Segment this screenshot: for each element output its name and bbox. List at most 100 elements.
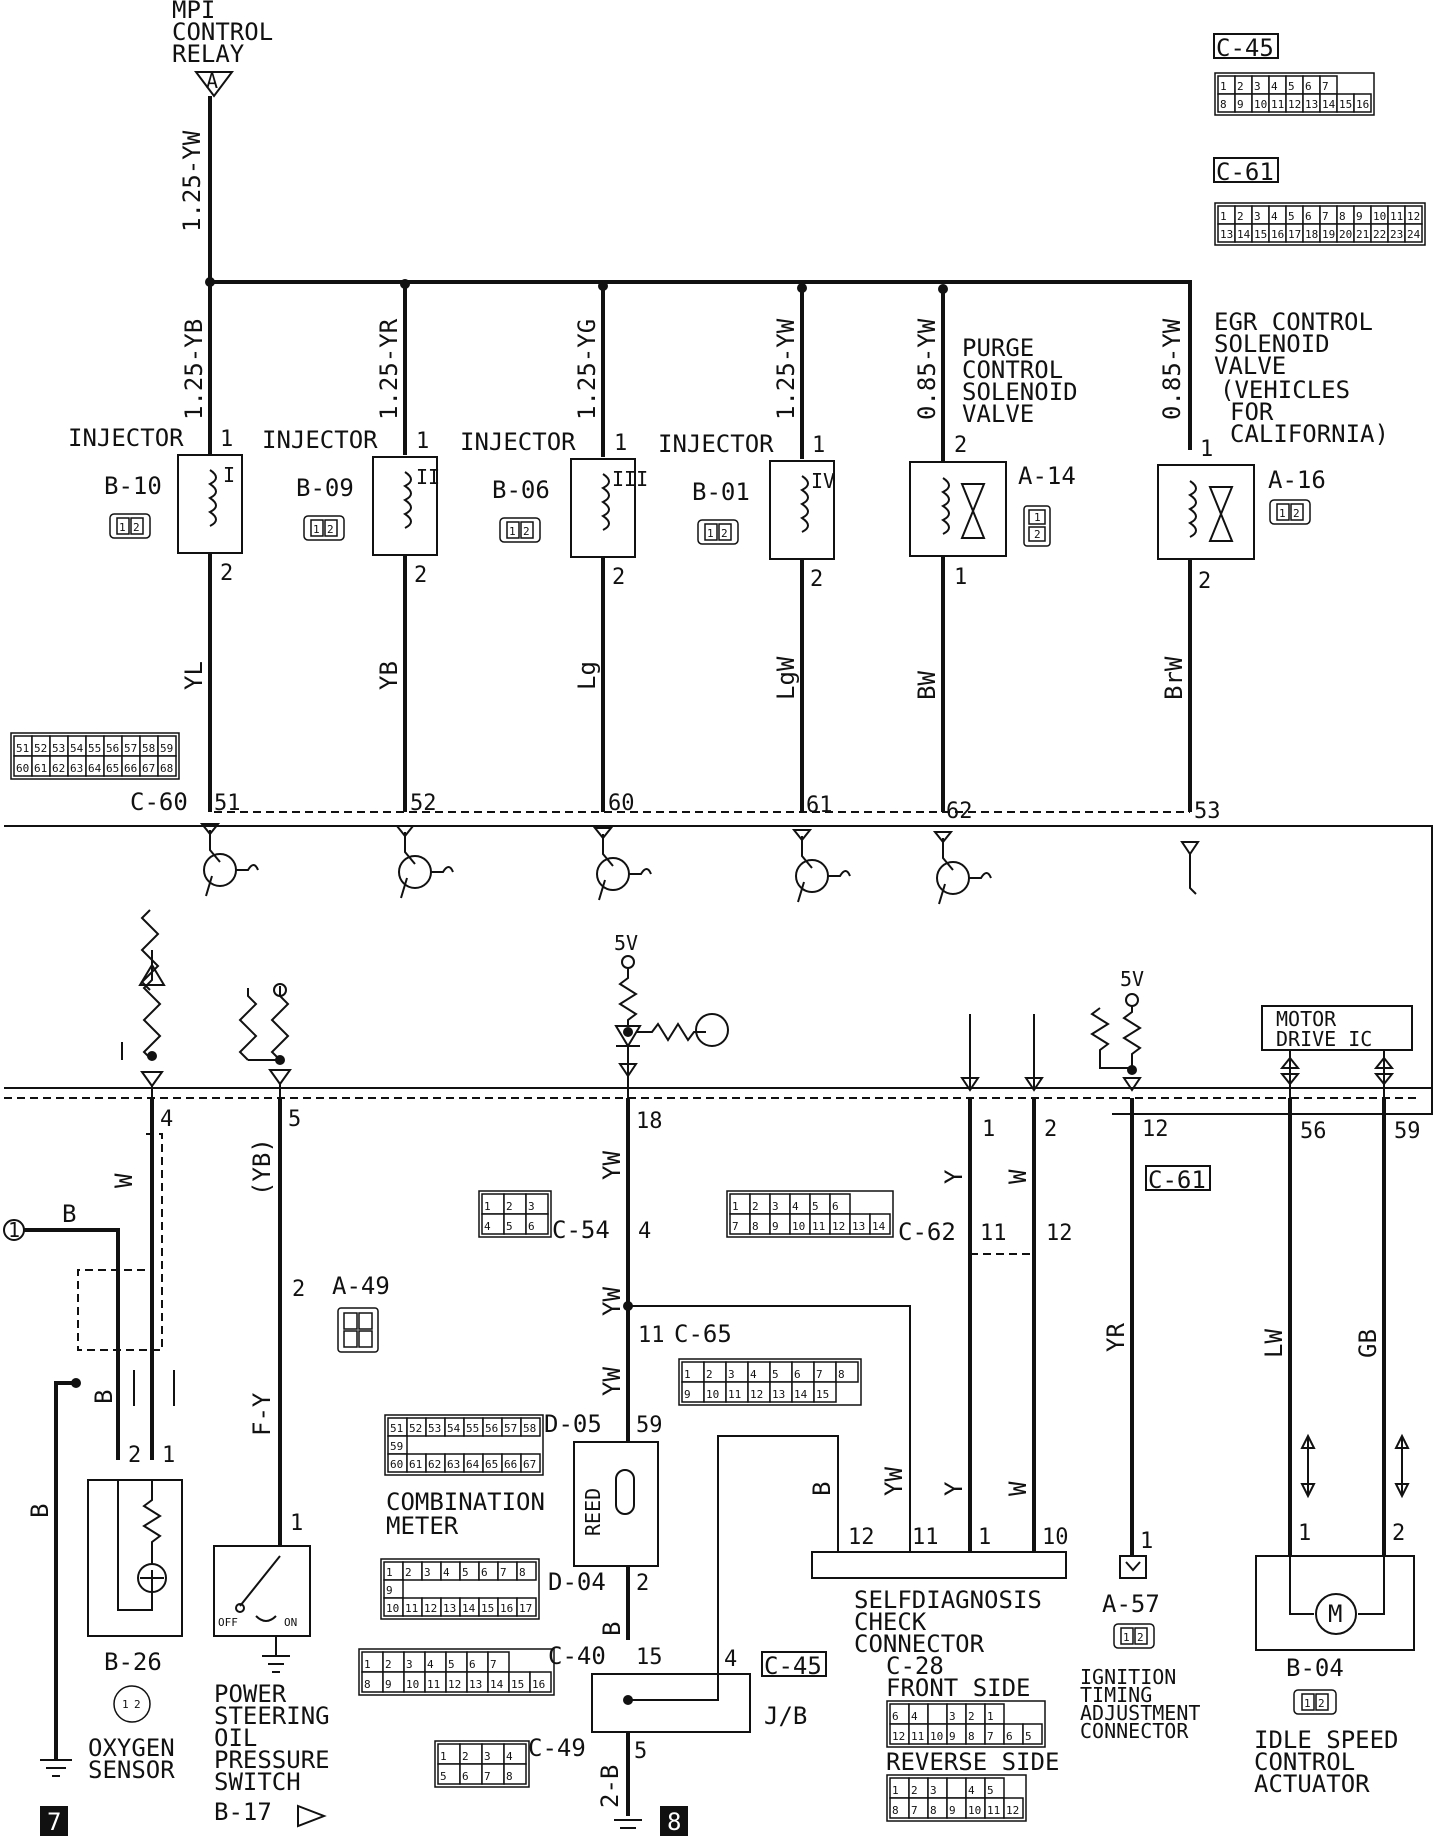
connector-cavity-number: 1	[1220, 80, 1227, 93]
diag-connector: C-28	[886, 1652, 944, 1680]
connector-cavity-number: 12	[1288, 98, 1301, 111]
driver-transistor-lead	[205, 830, 259, 897]
egr-name-line5: FOR	[1230, 398, 1274, 426]
c40-pin: 15	[636, 1645, 663, 1670]
connector-cavity-number: 1	[364, 1658, 371, 1671]
connector-cavity-number: 4	[443, 1566, 450, 1579]
ecu-outline	[4, 825, 1433, 1115]
injector-3-pin-out: 2	[612, 565, 625, 590]
connector-cavity-number: 10	[1254, 98, 1267, 111]
ecu-pin-61: 61	[806, 793, 833, 818]
connector-cavity	[1353, 93, 1372, 113]
svg-text:C-61: C-61	[1216, 158, 1274, 186]
connector-cavity-number: 12	[1407, 210, 1420, 223]
connector-cavity-number: 1	[684, 1368, 691, 1381]
driver-transistor-symbol	[596, 857, 630, 891]
connector-cavity-number: 8	[506, 1770, 513, 1783]
c54-label: C-54	[552, 1216, 610, 1244]
connector-cavity-number: 11	[987, 1804, 1000, 1817]
relay-title-line1: MPI	[172, 0, 215, 24]
ecu-pin-12: 12	[1142, 1117, 1169, 1142]
egr-name-line3: VALVE	[1214, 352, 1286, 380]
connector-cavity-number: 1	[484, 1200, 491, 1213]
connector-cavity-number: 7	[816, 1368, 823, 1381]
c45-pin: 4	[724, 1647, 737, 1672]
oxygen-name-line2: SENSOR	[88, 1756, 175, 1784]
svg-text:1: 1	[119, 521, 126, 534]
oxygen-pin2: 2	[128, 1443, 141, 1468]
connector-cavity-number: 66	[124, 762, 137, 775]
connector-cavity-number: 14	[794, 1388, 808, 1401]
connector-cavity-number: 6	[1305, 80, 1312, 93]
connector-cavity-number: 5	[1025, 1730, 1032, 1743]
driver-transistor-lead	[938, 838, 992, 905]
connector-cavity-number: 54	[447, 1422, 461, 1435]
ecu-pin-2: 2	[1044, 1117, 1057, 1142]
oxygen-wire-w: W	[110, 1173, 138, 1188]
egr-name-line1: EGR CONTROL	[1214, 308, 1373, 336]
connector-cavity-number: 10	[968, 1804, 981, 1817]
ignition-name-line4: CONNECTOR	[1080, 1719, 1189, 1743]
injector-1-connector: B-10	[104, 472, 162, 500]
egr-name-line6: CALIFORNIA)	[1230, 420, 1389, 448]
selfdiagnosis-check-connector: Y W C-62 11 12 Y W B YW 12 11 1 10 SELFD…	[808, 1098, 1073, 1822]
diag-pin-11: 11	[912, 1525, 939, 1550]
oxygen-ground-tag: 7	[47, 1808, 61, 1836]
ignition-name-line3: ADJUSTMENT	[1080, 1701, 1200, 1725]
diag-name-line2: CHECK	[854, 1608, 927, 1636]
connector-cavity-number: 67	[523, 1458, 536, 1471]
connector-cavity-number: 6	[481, 1566, 488, 1579]
injector-4-pin-out: 2	[810, 567, 823, 592]
svg-text:2: 2	[133, 521, 140, 534]
ecu-pin-4: 4	[160, 1107, 173, 1132]
input-ps-switch-circuit	[238, 983, 292, 1098]
connector-cavity-number: 6	[892, 1710, 899, 1723]
connector-cavity	[529, 1671, 552, 1693]
connector-cavity-number: 15	[1254, 228, 1267, 241]
injector-4-wire-out: LgW	[772, 656, 800, 700]
connector-cavity-number: 65	[106, 762, 119, 775]
svg-text:DRIVE IC: DRIVE IC	[1276, 1027, 1372, 1051]
oxygen-ref: 1	[8, 1218, 20, 1242]
connector-cavity-number: 61	[34, 762, 47, 775]
purge-name-line3: SOLENOID	[962, 378, 1078, 406]
meter-wire-b: B	[598, 1622, 626, 1636]
svg-text:1: 1	[509, 525, 516, 538]
connector-cavity-number: 7	[1322, 80, 1329, 93]
power-steering-oil-pressure-switch: (YB) 2 F-Y A-49 1 OFF ON POWER STEERING …	[213, 1098, 390, 1828]
connector-cavity-number: 20	[1339, 228, 1352, 241]
isc-wire-gb: GB	[1354, 1329, 1382, 1358]
svg-text:1: 1	[1279, 507, 1286, 520]
ps-plug-icon	[337, 1307, 379, 1353]
connector-cavity-number: 11	[427, 1678, 440, 1691]
connector-cavity-number: 2	[385, 1658, 392, 1671]
injector-1-pin-out: 2	[220, 561, 233, 586]
connector-cavity-number: 67	[142, 762, 155, 775]
connector-cavity-number: 5	[812, 1200, 819, 1213]
connector-cavity-number: 4	[484, 1220, 491, 1233]
purge-wire-in: 0.85-YW	[913, 318, 941, 420]
connector-cavity-number: 7	[500, 1566, 507, 1579]
connector-cavity-number: 3	[930, 1784, 937, 1797]
purge-pin-in: 2	[954, 433, 967, 458]
connector-cavity-number: 2	[405, 1566, 412, 1579]
motor-drive-ic: MOTOR DRIVE IC	[1261, 1005, 1413, 1098]
relay-title-line3: RELAY	[172, 40, 245, 68]
meter-wire-2b: 2-B	[596, 1765, 624, 1808]
oxygen-shield-b: B	[90, 1390, 118, 1404]
connector-cavity-number: 16	[500, 1602, 513, 1615]
relay-wire-label: 1.25-YW	[178, 130, 206, 232]
connector-cavity-number: 56	[485, 1422, 498, 1435]
connector-cavity-number: 1	[386, 1566, 393, 1579]
ignition-name-line1: IGNITION	[1080, 1665, 1176, 1689]
connector-cavity-number: 51	[390, 1422, 403, 1435]
purge-name-line4: VALVE	[962, 400, 1034, 428]
purge-pin-out: 1	[954, 565, 967, 590]
